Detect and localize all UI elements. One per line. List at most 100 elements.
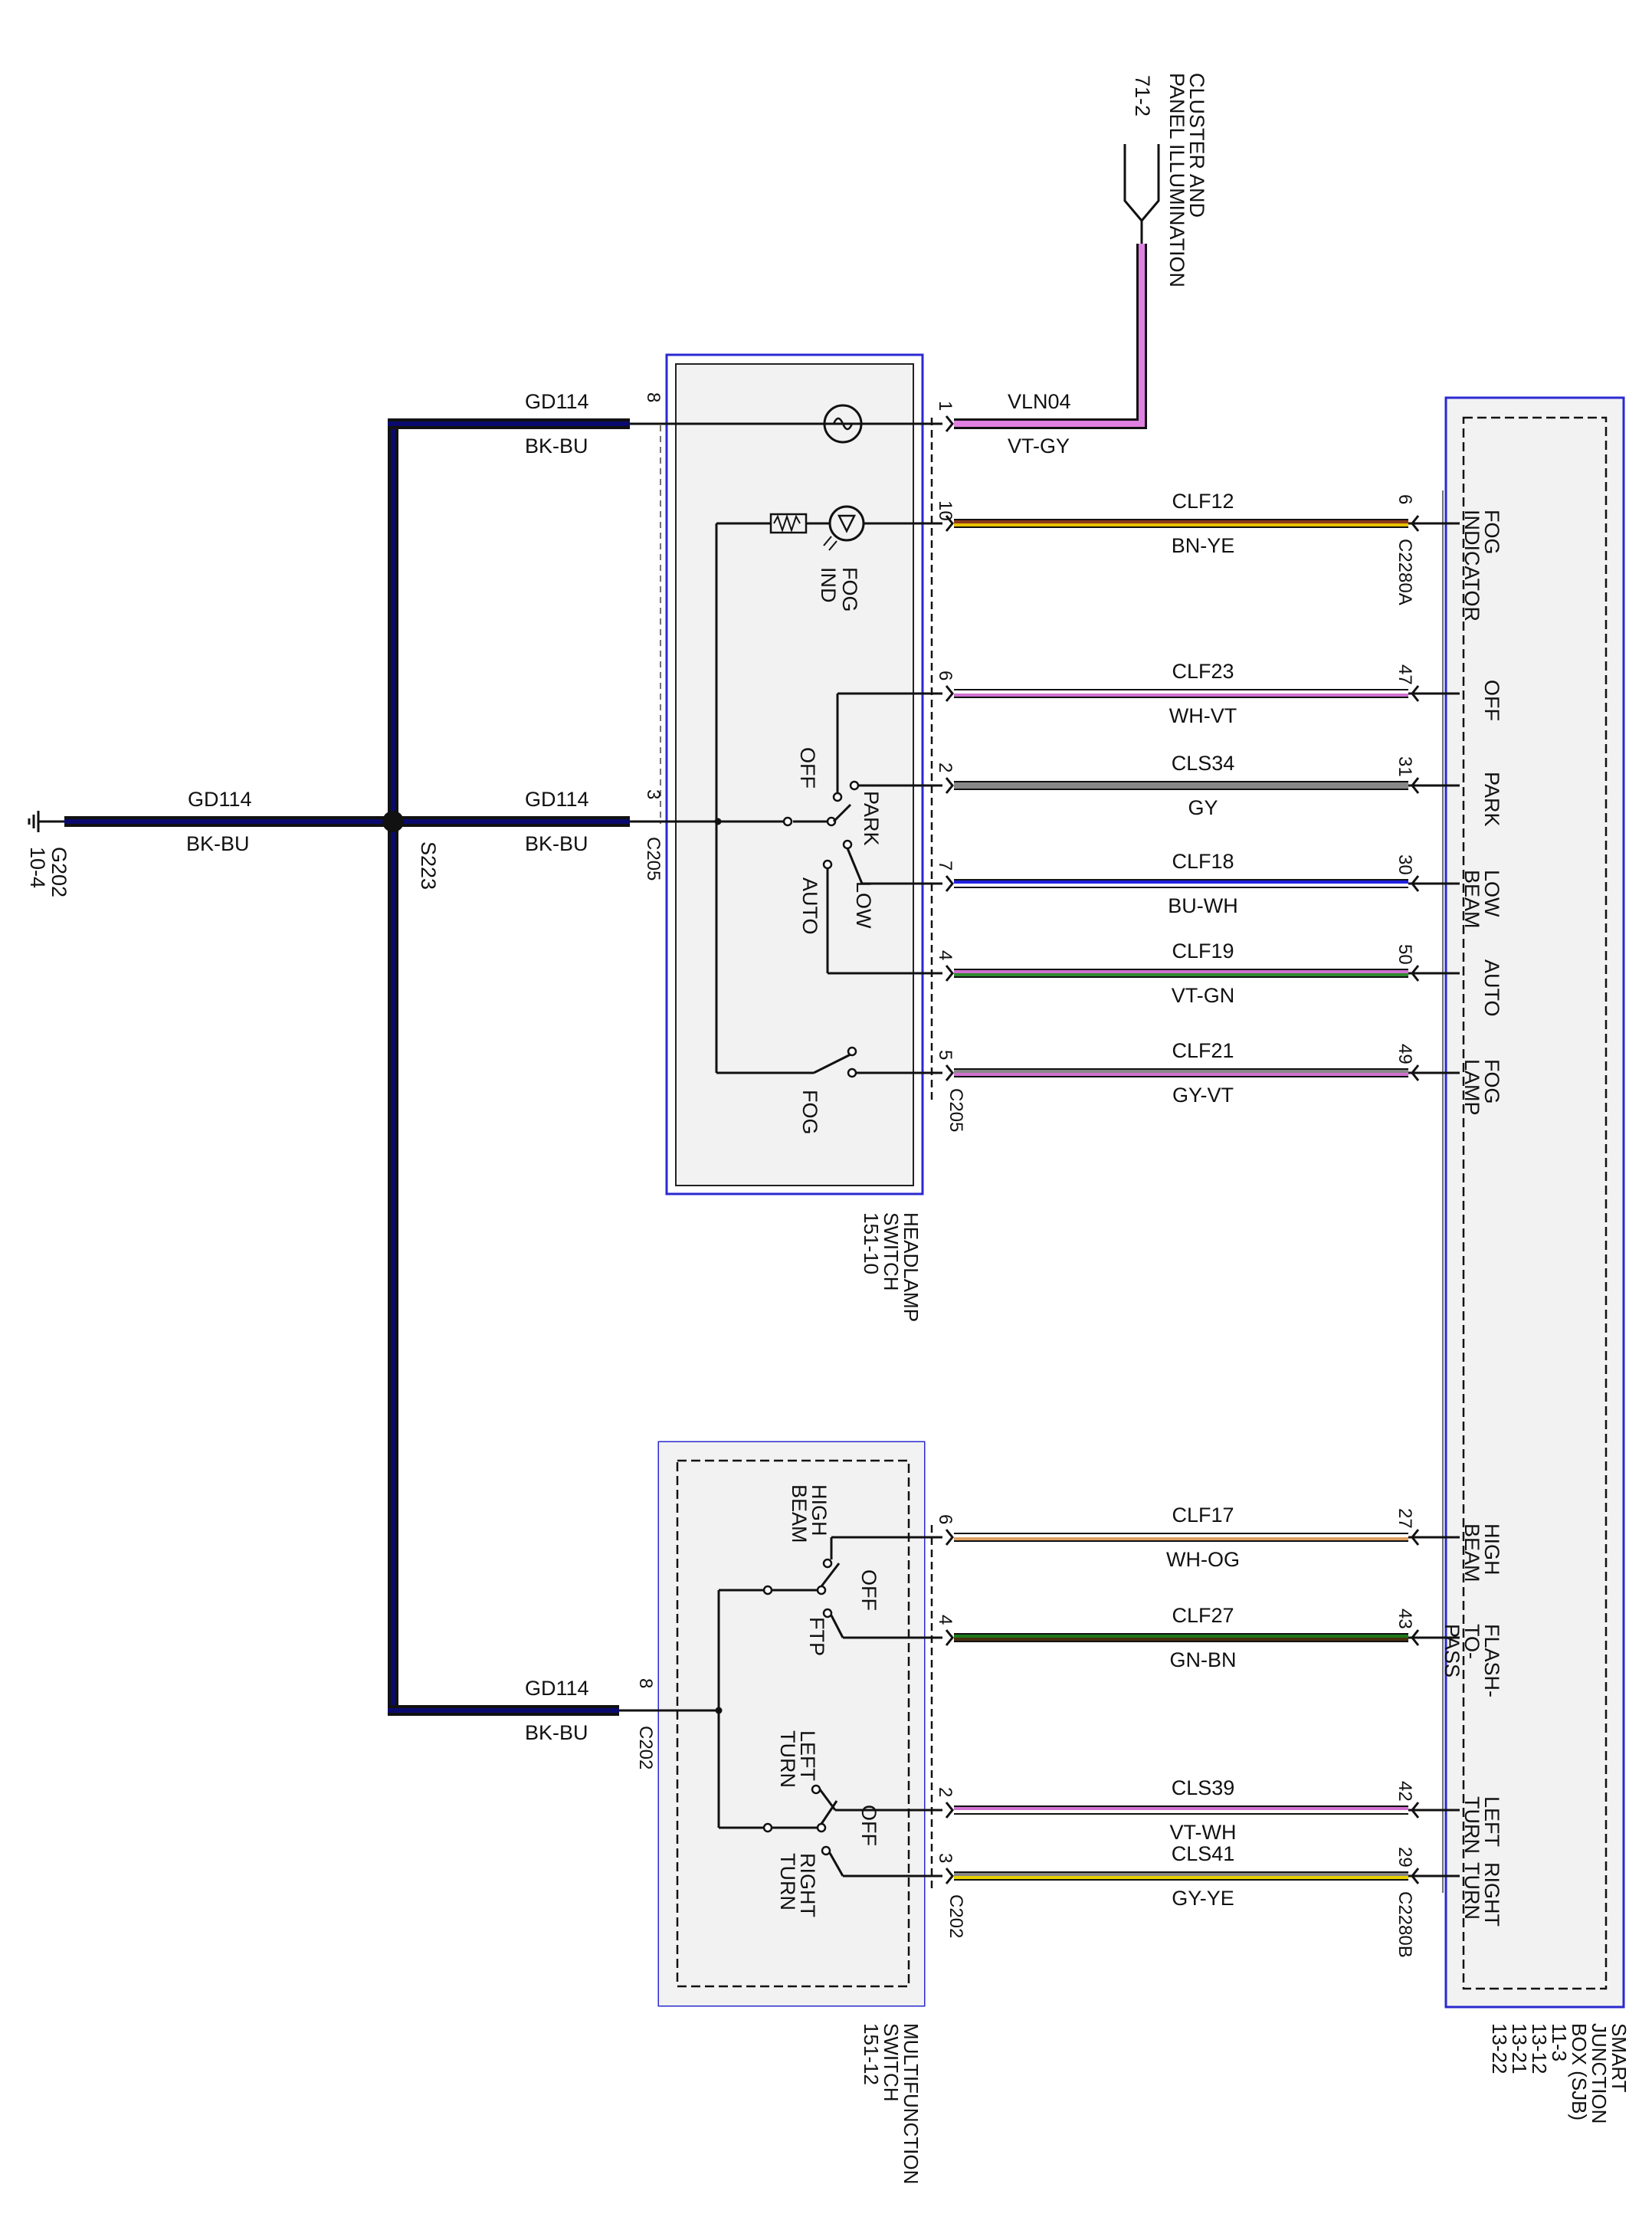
sjb-pin-label: 31 xyxy=(1395,756,1415,777)
circuit-label: VLN04 xyxy=(1008,390,1071,413)
sjb-function-label: LOW xyxy=(1480,870,1503,917)
wire-color-label: VT-WH xyxy=(1170,1821,1237,1844)
circuit-label: CLF23 xyxy=(1172,660,1234,683)
sjb-function-label: PARK xyxy=(1480,772,1503,827)
sjb-connector-label: C2280A xyxy=(1395,539,1415,605)
fog-switch-icon xyxy=(716,1046,942,1078)
sjb-title-2: JUNCTION xyxy=(1588,2023,1611,2124)
circuit-label: CLF17 xyxy=(1172,1504,1234,1527)
hs-feed-pin-2: 3 xyxy=(643,789,664,799)
mf-feed-circuit: GD114 xyxy=(525,1677,589,1700)
high-beam-label-2: BEAM xyxy=(788,1484,811,1543)
switch-pin-label: 2 xyxy=(935,763,955,772)
switch-pin-label: 7 xyxy=(935,861,955,871)
sjb-function-label: FOG xyxy=(1480,1059,1503,1104)
ground-wire-color: BK-BU xyxy=(186,832,250,855)
sjb-function-label: TURN xyxy=(1460,1862,1483,1920)
ground-icon xyxy=(28,811,64,832)
sjb-pin-label: 6 xyxy=(1395,494,1415,504)
switch-pin-label: 6 xyxy=(935,1514,955,1524)
left-turn-label-2: TURN xyxy=(776,1730,799,1788)
sjb-pin-label: 49 xyxy=(1395,1044,1415,1064)
sjb-title-5: 13-12 xyxy=(1528,2023,1551,2074)
left-turn-label-1: LEFT xyxy=(796,1730,819,1781)
connector-chevron-icon xyxy=(1411,1064,1420,1081)
right-turn-label-1: RIGHT xyxy=(796,1853,819,1917)
wire-cls41 xyxy=(954,1871,1460,1881)
sjb-function-label: FOG xyxy=(1480,510,1503,555)
ground-bus xyxy=(64,418,630,1716)
off-label: OFF xyxy=(796,747,819,789)
circuit-label: CLF18 xyxy=(1172,850,1234,873)
sjb-function-label: HIGH xyxy=(1480,1523,1503,1576)
sjb-title-1: SMART xyxy=(1608,2023,1631,2093)
connector-chevron-icon xyxy=(945,965,954,982)
switch-pin-label: 10 xyxy=(935,500,955,521)
connector-chevron-icon xyxy=(1411,1868,1420,1884)
wire-color-label: GN-BN xyxy=(1170,1648,1237,1671)
headlamp-switch-frame xyxy=(665,353,924,1195)
switch-pin-label: 1 xyxy=(935,401,955,411)
wire-clf21 xyxy=(954,1068,1460,1077)
wire-color-label: WH-VT xyxy=(1169,704,1237,727)
connector-chevron-icon xyxy=(945,1064,954,1081)
circuit-label: CLF21 xyxy=(1172,1039,1234,1062)
wire-color-label: BU-WH xyxy=(1168,894,1237,917)
fog-ind-label-1: FOG xyxy=(838,567,861,612)
connector-chevron-icon xyxy=(945,875,954,892)
sjb-pin-label: 47 xyxy=(1395,664,1415,685)
sjb-pin-label: 43 xyxy=(1395,1609,1415,1629)
mf-title-3: 151-12 xyxy=(860,2023,883,2085)
connector-chevron-icon xyxy=(945,1802,954,1819)
mf-feed-connector: C202 xyxy=(635,1726,656,1769)
sjb-pin-label: 42 xyxy=(1395,1781,1415,1802)
hs-feed-circuit-1: GD114 xyxy=(525,390,589,413)
connector-chevron-icon xyxy=(945,777,954,794)
hs-feed-pin-1: 8 xyxy=(643,392,664,402)
sjb-title-4: 11-3 xyxy=(1548,2023,1571,2061)
wire-color-label: GY-VT xyxy=(1172,1084,1234,1107)
cluster-connector-icon xyxy=(1123,144,1160,244)
circuit-label: CLS41 xyxy=(1172,1842,1235,1865)
wire-cls39 xyxy=(954,1805,1460,1815)
ftp-label: FTP xyxy=(805,1617,828,1656)
connector-chevron-icon xyxy=(1411,685,1420,702)
sjb-function-label: OFF xyxy=(1480,680,1503,721)
splice-dot xyxy=(382,811,404,832)
switch-pin-label: 4 xyxy=(935,1615,955,1625)
mf-title-1: MULTIFUNCTION xyxy=(900,2023,923,2184)
wire-color-label: VT-GY xyxy=(1008,435,1070,458)
connector-chevron-icon xyxy=(1411,515,1420,532)
circuit-label: CLF19 xyxy=(1172,940,1234,963)
wire-color-label: WH-OG xyxy=(1166,1548,1240,1571)
wire-clf19 xyxy=(954,969,1460,978)
park-label: PARK xyxy=(860,791,883,846)
switch-pin-label: 5 xyxy=(935,1050,955,1060)
connector-chevron-icon xyxy=(945,1629,954,1646)
cluster-title-1: CLUSTER AND xyxy=(1185,73,1208,218)
connector-chevron-icon xyxy=(1411,1802,1420,1819)
hs-feed-color-2: BK-BU xyxy=(525,832,588,855)
splice-label: S223 xyxy=(417,841,440,890)
switch-pin-label: 3 xyxy=(935,1853,955,1863)
mf-off-label-2: OFF xyxy=(857,1805,880,1846)
fog-label: FOG xyxy=(798,1090,821,1135)
wire-clf17 xyxy=(954,1533,1460,1542)
hs-feed-color-1: BK-BU xyxy=(525,435,588,458)
headlamp-switch-body xyxy=(675,363,914,1186)
headlamp-switch-title-1: HEADLAMP xyxy=(900,1212,923,1322)
ground-label: G202 xyxy=(48,847,70,897)
connector-chevron-icon xyxy=(945,1868,954,1884)
wire-clf27 xyxy=(954,1633,1460,1642)
right-turn-label-2: TURN xyxy=(776,1853,799,1910)
auto-label: AUTO xyxy=(798,877,821,935)
mf-feed-pin: 8 xyxy=(635,1678,656,1688)
connector-chevron-icon xyxy=(945,415,954,432)
sjb-function-label: PASS xyxy=(1441,1624,1464,1678)
wire-color-label: GY xyxy=(1188,796,1218,819)
hs-connector-bottom: C205 xyxy=(946,1088,966,1132)
fog-ind-label-2: IND xyxy=(817,567,840,603)
sjb-function-label: LEFT xyxy=(1480,1796,1503,1847)
sjb-title-7: 13-22 xyxy=(1488,2023,1511,2074)
connector-chevron-icon xyxy=(1411,777,1420,794)
